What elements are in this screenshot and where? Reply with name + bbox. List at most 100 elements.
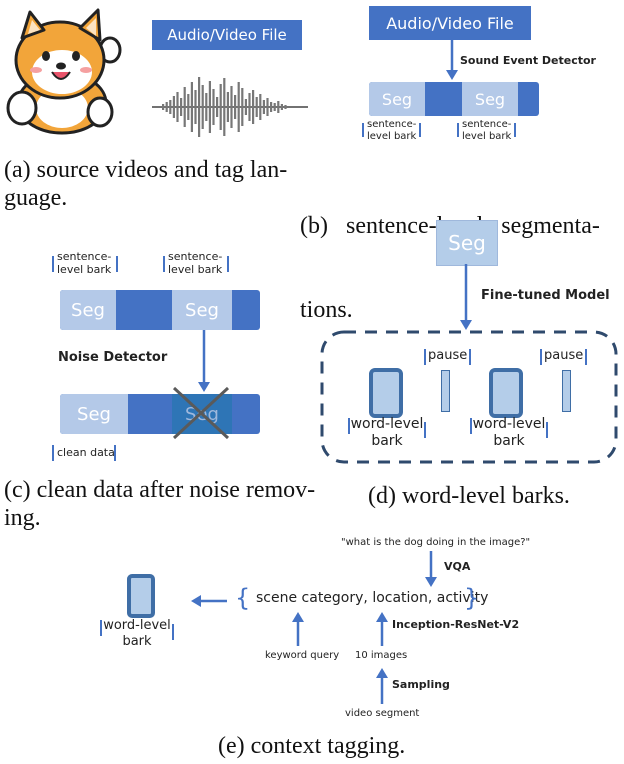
segment-c1: Seg <box>60 290 116 330</box>
pause-tag-2: pause <box>540 348 587 365</box>
audio-waveform <box>152 77 308 137</box>
tag-bracket-left <box>362 123 364 137</box>
sentence-tag-b2-line1: sentence- <box>462 119 512 130</box>
tag-bracket-left <box>52 445 54 461</box>
segment-c3: Seg <box>60 394 128 434</box>
tag-bracket-left <box>163 256 165 272</box>
arrow-down-vqa <box>425 551 437 587</box>
context-tags: scene category, location, activity <box>256 590 489 606</box>
waveform-bar <box>237 82 240 132</box>
segment-c2: Seg <box>172 290 232 330</box>
waveform-bar <box>234 95 237 119</box>
removed-cross-icon <box>172 386 230 440</box>
word-block-1 <box>369 368 403 418</box>
segment-d: Seg <box>436 220 498 266</box>
waveform-bar <box>198 77 201 137</box>
word-level-tag-e: word-level bark <box>100 618 174 650</box>
tag-bracket-right <box>424 422 426 438</box>
waveform-bar <box>273 103 276 111</box>
ten-images-label: 10 images <box>355 650 408 661</box>
tag-bracket-right <box>227 256 229 272</box>
waveform-bar <box>284 105 287 109</box>
arrow-down-b <box>446 40 458 80</box>
waveform-bar <box>262 100 265 114</box>
sentence-tag-b1-line2: level bark <box>367 131 417 142</box>
word-level-tag-2: word-level bark <box>470 416 548 450</box>
clean-data-label: clean data <box>57 446 115 459</box>
tag-bracket-right <box>419 123 421 137</box>
arrow-down-d <box>460 264 472 330</box>
sentence-tag-c2: sentence- level bark <box>163 250 229 276</box>
waveform-bar <box>226 92 229 122</box>
waveform-bar <box>252 90 255 124</box>
tag-bracket-right <box>114 445 116 461</box>
tag-bracket-left <box>540 349 542 365</box>
word-level-tag-e-line2: bark <box>122 634 152 649</box>
noise-detector-label: Noise Detector <box>58 350 168 365</box>
word-level-tag-2-line1: word-level <box>472 416 546 432</box>
waveform-bar <box>162 104 165 110</box>
waveform-bar <box>266 98 269 116</box>
waveform-bar <box>190 82 193 132</box>
waveform-bar <box>259 94 262 120</box>
tag-bracket-left <box>348 418 350 434</box>
sentence-tag-c2-line2: level bark <box>168 263 223 276</box>
pause-label-1: pause <box>428 348 468 363</box>
shiba-dog-illustration <box>6 8 122 135</box>
arrow-up-sampling <box>376 668 388 704</box>
dashed-container <box>320 330 618 464</box>
word-level-tag-2-line2: bark <box>493 433 525 449</box>
waveform-bar <box>248 93 251 121</box>
video-segment-label: video segment <box>345 708 420 719</box>
waveform-bar <box>216 97 219 117</box>
waveform-bar <box>165 102 168 112</box>
caption-d: (d) word-level barks. <box>368 483 570 509</box>
word-level-tag-e-line1: word-level <box>103 618 171 633</box>
sentence-tag-b1: sentence- level bark <box>362 119 421 143</box>
inception-label: Inception-ResNet-V2 <box>392 618 520 631</box>
waveform-bar <box>201 85 204 129</box>
pause-label-2: pause <box>544 348 584 363</box>
waveform-bar <box>230 86 233 128</box>
waveform-bar <box>270 102 273 112</box>
sentence-tag-b2-line2: level bark <box>462 131 512 142</box>
waveform-bar <box>244 99 247 115</box>
waveform-bar <box>280 104 283 110</box>
sampling-label: Sampling <box>392 678 450 691</box>
sentence-tag-c1: sentence- level bark <box>52 250 118 276</box>
tag-bracket-right <box>514 123 516 137</box>
context-brace-right: } <box>464 584 480 612</box>
waveform-bar <box>172 96 175 118</box>
word-block-2 <box>489 368 523 418</box>
keyword-query-label: keyword query <box>265 650 340 661</box>
waveform-bar <box>208 81 211 133</box>
segment-b2: Seg <box>462 82 518 116</box>
tag-bracket-left <box>424 349 426 365</box>
word-level-tag-1-line1: word-level <box>350 416 424 432</box>
arrow-down-c <box>198 330 210 392</box>
vqa-label: VQA <box>444 560 471 573</box>
arrow-up-images <box>376 612 388 646</box>
vqa-question: "what is the dog doing in the image?" <box>341 537 531 548</box>
waveform-bar <box>223 78 226 136</box>
arrow-left-to-bark <box>191 595 227 607</box>
tag-bracket-left <box>457 123 459 137</box>
fine-tuned-model-label: Fine-tuned Model <box>481 288 610 303</box>
pause-tag-1: pause <box>424 348 471 365</box>
waveform-bar <box>183 87 186 127</box>
audio-video-file-box: Audio/Video File <box>152 20 302 50</box>
caption-a-line1: (a) source videos and tag lan- <box>4 157 288 183</box>
word-level-tag-1: word-level bark <box>348 416 426 450</box>
waveform-bar <box>187 94 190 120</box>
caption-c-line2: ing. <box>4 505 41 531</box>
waveform-bar <box>169 100 172 114</box>
waveform-bar <box>180 98 183 116</box>
waveform-bar <box>219 84 222 130</box>
segment-b1: Seg <box>369 82 425 116</box>
audio-video-file-box-b: Audio/Video File <box>369 6 531 40</box>
pause-block-2 <box>562 370 571 412</box>
sentence-tag-c2-line1: sentence- <box>168 250 223 263</box>
pause-block-1 <box>441 370 450 412</box>
waveform-bar <box>255 97 258 117</box>
context-brace-left: { <box>235 584 251 612</box>
